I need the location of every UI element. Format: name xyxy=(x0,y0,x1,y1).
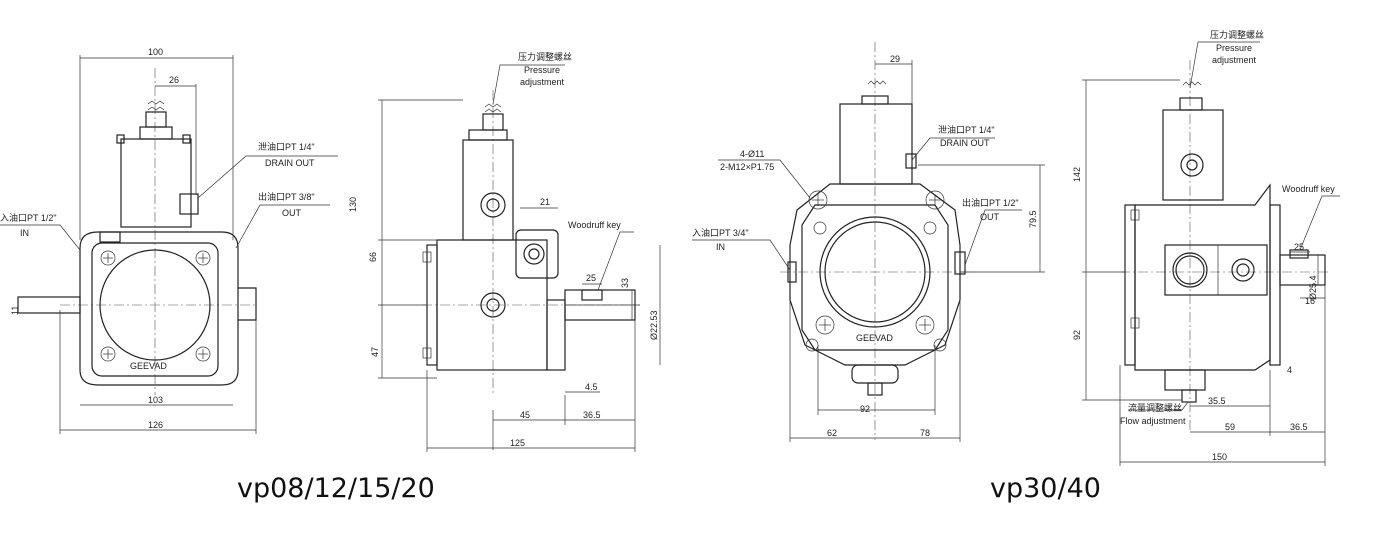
pressure-label-cn-2: 压力调整螺丝 xyxy=(1210,29,1264,40)
dim-shaft-b: Ø25.4 xyxy=(1308,275,1318,300)
woodruff-key-label-2: Woodruff key xyxy=(1282,184,1335,194)
dim-79-5: 79.5 xyxy=(1028,210,1038,228)
in-port-cn: 入油口PT 1/2" xyxy=(0,212,57,223)
dim-103: 103 xyxy=(148,395,163,405)
pressure-label-en1: Pressure xyxy=(524,65,560,75)
dim-25-b: 25 xyxy=(1294,242,1304,252)
out-port-cn: 出油口PT 3/8" xyxy=(258,191,315,202)
view1-front-small: 100 26 103 126 11 泄油口PT 1/4" DRAIN OUT 出… xyxy=(0,47,338,434)
out-port-en-2: OUT xyxy=(980,212,1000,222)
holes-label-1: 4-Ø11 xyxy=(740,149,764,159)
dim-62: 62 xyxy=(827,428,837,438)
dim-29: 29 xyxy=(890,54,900,64)
dim-4-5: 4.5 xyxy=(585,382,598,392)
dim-33: 33 xyxy=(620,278,630,288)
drain-port-cn: 泄油口PT 1/4" xyxy=(258,141,315,152)
logo-text: GEEVAD xyxy=(130,361,167,371)
woodruff-key-label: Woodruff key xyxy=(568,220,621,230)
caption-right: vp30/40 xyxy=(990,473,1101,504)
dim-35-5: 35.5 xyxy=(1208,396,1226,406)
dim-36-5-b: 36.5 xyxy=(1290,422,1308,432)
drain-port-en: DRAIN OUT xyxy=(265,158,315,168)
flow-label-cn: 流量调整螺丝 xyxy=(1128,402,1182,413)
drain-port-cn-2: 泄油口PT 1/4" xyxy=(938,124,995,135)
dim-142: 142 xyxy=(1072,167,1082,182)
dim-21: 21 xyxy=(540,197,550,207)
pressure-label-cn: 压力调整螺丝 xyxy=(518,51,572,62)
dim-59: 59 xyxy=(1225,422,1235,432)
view3-front-large: 29 79.5 92 62 78 4-Ø11 2-M12×P1.75 泄油口PT… xyxy=(692,42,1045,442)
dim-11: 11 xyxy=(10,306,20,315)
in-port-en: IN xyxy=(20,228,29,238)
dim-92-b: 92 xyxy=(1072,330,1082,340)
dim-150: 150 xyxy=(1212,452,1227,462)
dim-36-5: 36.5 xyxy=(583,410,601,420)
dim-92: 92 xyxy=(860,404,870,414)
caption-left: vp08/12/15/20 xyxy=(237,473,435,504)
in-port-en-2: IN xyxy=(716,242,725,252)
drain-port-en-2: DRAIN OUT xyxy=(940,138,990,148)
dim-130: 130 xyxy=(348,197,358,212)
out-port-cn-2: 出油口PT 1/2" xyxy=(962,197,1019,208)
dim-26: 26 xyxy=(169,75,179,85)
dim-shaft: Ø22.53 xyxy=(649,310,659,340)
logo-text-2: GEEVAD xyxy=(856,333,893,343)
dim-66: 66 xyxy=(368,252,378,262)
holes-label-2: 2-M12×P1.75 xyxy=(720,162,774,172)
dim-126: 126 xyxy=(148,420,163,430)
dim-47: 47 xyxy=(370,347,380,357)
view4-side-large: 142 92 25 Ø25.4 16 4 35.5 59 36.5 150 压力… xyxy=(1072,29,1340,466)
pressure-label-en2: adjustment xyxy=(520,77,565,87)
flow-label-en: Flow adjustment xyxy=(1120,416,1186,426)
view2-side-small: 130 66 47 21 25 33 Ø22.53 4.5 45 36.5 12… xyxy=(348,51,661,452)
dim-78: 78 xyxy=(920,428,930,438)
dim-100: 100 xyxy=(148,47,163,57)
dim-125: 125 xyxy=(510,438,525,448)
pressure-label-en2-2: adjustment xyxy=(1212,55,1257,65)
pressure-label-en1-2: Pressure xyxy=(1216,43,1252,53)
out-port-en: OUT xyxy=(282,208,302,218)
dim-25: 25 xyxy=(586,273,596,283)
dim-16: 16 xyxy=(1305,296,1315,306)
in-port-cn-2: 入油口PT 3/4" xyxy=(692,227,749,238)
dim-45: 45 xyxy=(520,410,530,420)
dim-4: 4 xyxy=(1287,365,1292,375)
